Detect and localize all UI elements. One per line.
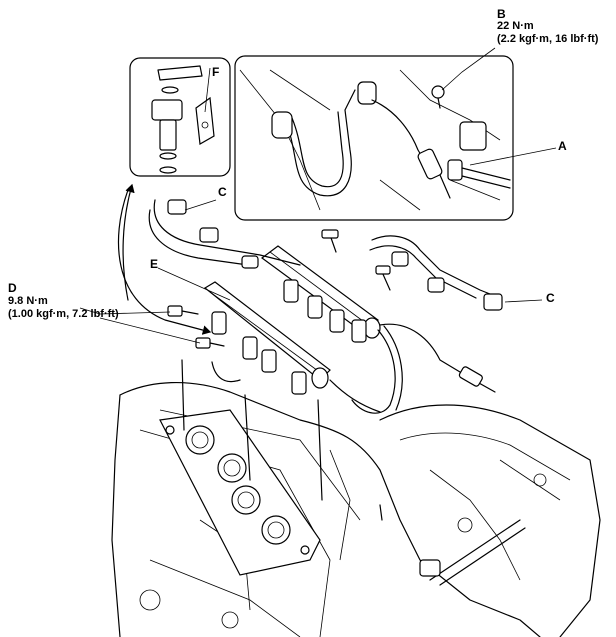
callout-b-conversion: (2.2 kgf·m, 16 lbf·ft) [497, 33, 599, 45]
fuel-rail [203, 245, 381, 389]
inset-connector-arrow [117, 189, 212, 335]
inset-fuel-line-detail [234, 55, 514, 221]
callout-d-letter: D [8, 281, 17, 295]
fuel-feed-hose [329, 323, 496, 414]
callout-b-letter: B [497, 7, 506, 21]
injector-harness-right [321, 229, 503, 311]
fuel-injectors [211, 279, 367, 395]
rail-bolts [167, 305, 225, 349]
callout-c-upper-letter: C [218, 185, 227, 199]
callout-c-right-letter: C [546, 291, 555, 305]
callout-d-torque: 9.8 N·m [8, 295, 48, 307]
callout-a-letter: A [558, 139, 567, 153]
inset-connector-arrow-up [122, 183, 135, 301]
leader-lines [79, 47, 557, 344]
inset-injector-detail [129, 57, 231, 177]
lower-right-tube [419, 519, 526, 586]
injector-harness-left [148, 199, 301, 269]
mounting-studs [181, 359, 383, 521]
callout-d-conversion: (1.00 kgf·m, 7.2 lbf·ft) [8, 308, 119, 320]
callout-f-letter: F [212, 65, 220, 79]
intake-port-plate [159, 409, 321, 576]
callout-e-letter: E [150, 257, 159, 271]
callout-b-torque: 22 N·m [497, 20, 534, 32]
